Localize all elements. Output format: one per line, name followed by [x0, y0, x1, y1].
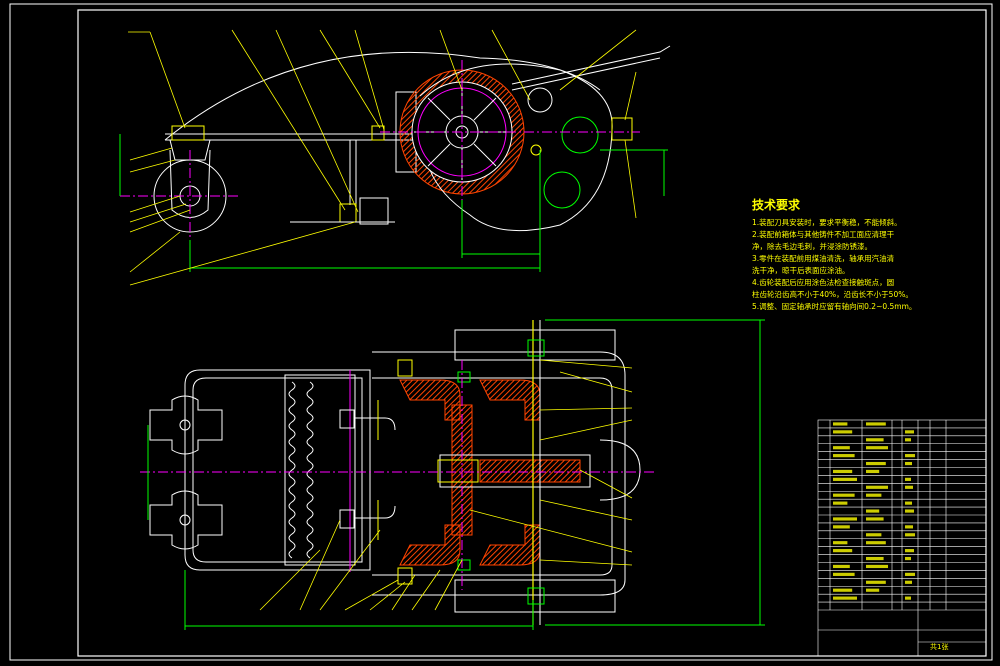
bom-text-bar — [866, 509, 880, 513]
bom-text-bar — [866, 588, 880, 592]
plan-section-view — [140, 319, 765, 630]
bom-text-bar — [905, 430, 914, 434]
technical-requirements: 技术要求 1.装配刀具安装时，要求平衡稳，不能倾斜。 2.装配前箱体与其他铸件不… — [752, 196, 952, 313]
bom-text-bar — [905, 454, 915, 458]
bom-text-bar — [866, 438, 884, 442]
bom-text-bar — [905, 533, 915, 537]
drawing-frame — [9, 3, 993, 661]
bom-text-bar — [905, 556, 911, 561]
bom-text-bar — [833, 549, 853, 553]
bom-text-bar — [833, 446, 850, 450]
bom-text-bar — [833, 469, 853, 474]
bom-text-bar — [866, 533, 882, 537]
requirement-line: 柱齿轮沿齿高不小于40%，沿齿长不小于50%。 — [752, 290, 913, 299]
bom-text-bar — [866, 556, 884, 561]
requirement-line: 净，除去毛边毛刺，并浸涂防锈漆。 — [752, 242, 872, 251]
bom-text-bar — [905, 596, 911, 600]
bom-text-bar — [905, 501, 912, 505]
bom-text-bar — [866, 446, 888, 450]
side-elevation-view — [119, 29, 671, 286]
sheet-count-label: 共1张 — [930, 643, 949, 651]
bom-text-bar — [833, 541, 848, 545]
bom-text-bar — [866, 517, 884, 521]
requirement-line: 1.装配刀具安装时，要求平衡稳，不能倾斜。 — [752, 218, 902, 227]
requirement-line: 4.齿轮装配后应用涂色法检查接触斑点，圆 — [752, 278, 895, 287]
bom-text-bar — [833, 454, 855, 458]
bom-text-bar — [905, 438, 911, 442]
bom-text-bar — [866, 469, 880, 474]
bom-text-bar — [833, 493, 855, 497]
bom-text-bar — [866, 541, 886, 545]
requirement-line: 2.装配前箱体与其他铸件不加工面应清理干 — [752, 230, 895, 239]
bom-text-bar — [905, 572, 915, 576]
bom-text-bar — [866, 564, 888, 569]
bom-text-bar — [866, 461, 886, 466]
bom-text-bar — [905, 485, 913, 489]
bom-text-bar — [905, 509, 914, 513]
bom-text-bar — [833, 422, 848, 426]
bom-text-bar — [833, 572, 855, 576]
bom-text-bar — [833, 588, 853, 592]
bom-text-bars — [833, 422, 915, 600]
bill-of-materials-table — [817, 419, 987, 657]
requirement-line: 3.零件在装配前用煤油清洗，轴承用汽油清 — [752, 254, 895, 263]
bom-text-bar — [905, 461, 912, 466]
bom-text-bar — [833, 596, 857, 600]
bom-text-bar — [833, 477, 857, 481]
requirement-line: 洗干净，晾干后表面应涂油。 — [752, 266, 850, 275]
bom-text-bar — [833, 430, 853, 434]
bom-text-bar — [905, 477, 911, 481]
bom-text-bar — [833, 525, 850, 529]
bom-text-bar — [905, 549, 914, 553]
bom-text-bar — [905, 580, 912, 584]
technical-requirements-title: 技术要求 — [752, 198, 801, 212]
bom-text-bar — [866, 485, 888, 489]
bom-text-bar — [866, 422, 886, 426]
bom-text-bar — [833, 517, 857, 521]
bom-text-bar — [866, 493, 882, 497]
bom-text-bar — [866, 580, 886, 584]
bom-text-bar — [905, 525, 913, 529]
bom-text-bar — [833, 564, 850, 569]
bom-text-bar — [833, 501, 848, 505]
requirement-line: 5.调整、固定轴承时应留有轴向间0.2~0.5mm。 — [752, 302, 917, 311]
